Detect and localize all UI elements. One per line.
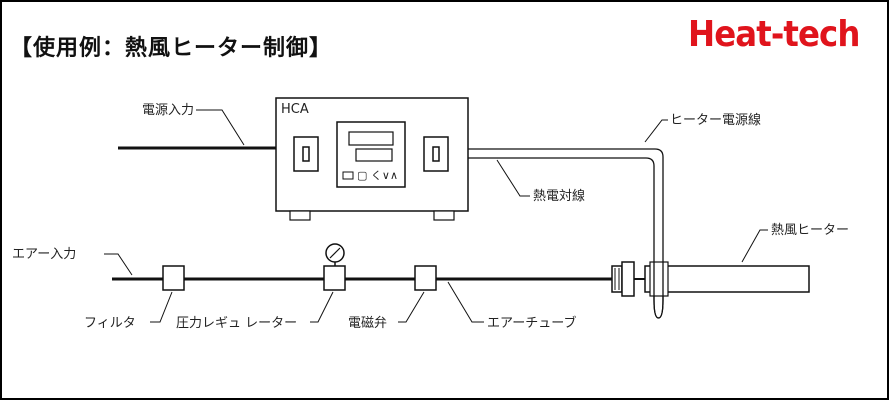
label-air-tube: エアーチューブ <box>487 315 576 331</box>
heater-fitting <box>611 265 623 293</box>
hot-air-heater-body <box>644 265 810 293</box>
controller-box <box>275 97 469 212</box>
controller-model: HCA <box>281 102 309 117</box>
filter-box <box>162 265 185 291</box>
left-switch <box>293 136 319 172</box>
temperature-controller-panel <box>336 121 406 188</box>
label-thermocouple: 熱電対線 <box>533 188 585 204</box>
label-solenoid-valve: 電磁弁 <box>348 316 387 331</box>
air-tube-leader <box>447 281 484 323</box>
display-top <box>348 131 394 146</box>
thermocouple-leader <box>496 159 530 197</box>
label-air-input: エアー入力 <box>12 247 76 262</box>
regulator-leader <box>310 291 334 323</box>
heater-leader <box>741 229 768 263</box>
heater-power-leader <box>644 119 668 143</box>
label-pressure-regulator: 圧力レギュ レーター <box>176 316 297 331</box>
page-title: 【使用例：熱風ヒーター制御】 <box>10 36 333 61</box>
label-hot-air-heater: 熱風ヒーター <box>771 223 849 238</box>
label-heater-power-line: ヒーター電源線 <box>670 112 761 128</box>
brand-logo: Heat-tech <box>688 14 860 55</box>
display-bottom <box>355 148 393 162</box>
heater-power-line <box>468 148 664 300</box>
solenoid-leader <box>398 291 425 323</box>
label-power-input: 電源入力 <box>142 103 194 118</box>
panel-buttons: ▢ く∨∧ <box>357 169 398 182</box>
air-input-leader <box>104 253 133 276</box>
right-switch <box>423 136 449 172</box>
regulator-box <box>323 265 346 291</box>
filter-leader <box>150 291 173 323</box>
controller-foot-right <box>433 210 455 221</box>
solenoid-valve-box <box>414 265 437 291</box>
controller-foot-left <box>289 210 311 221</box>
power-input-leader <box>196 109 245 146</box>
label-filter: フィルタ <box>84 316 136 331</box>
